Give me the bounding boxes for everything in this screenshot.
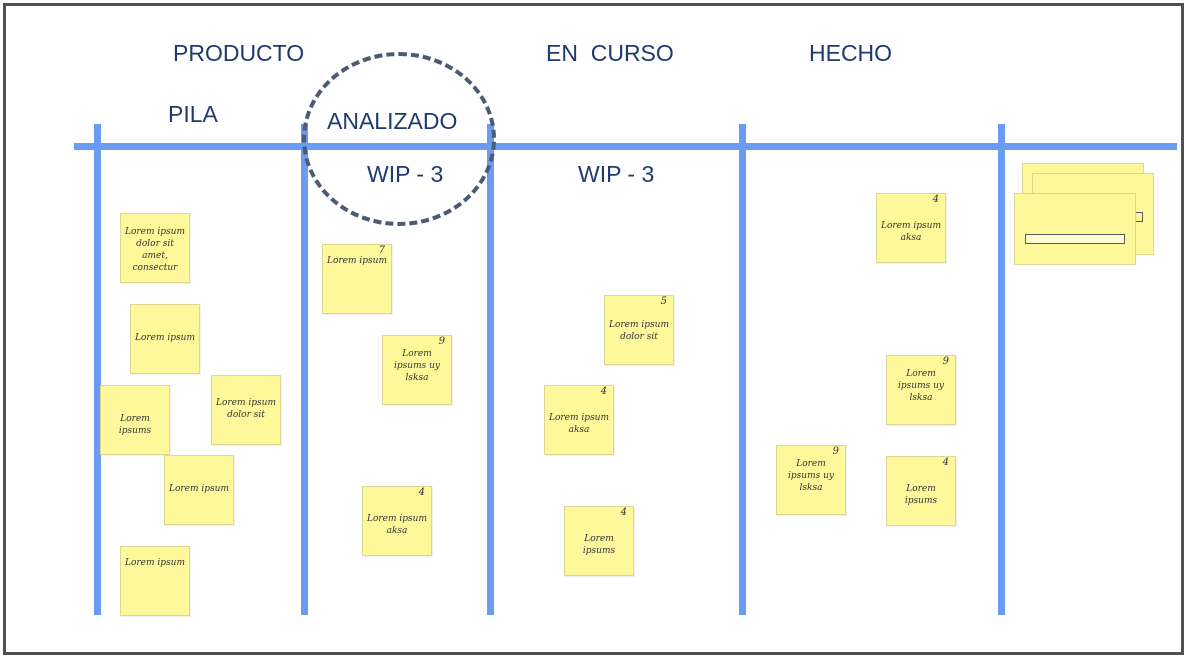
sticky-note-text: Lorem ipsum xyxy=(326,256,387,266)
archived-notes-stack[interactable] xyxy=(1014,163,1158,267)
sticky-note[interactable]: 4 Lorem ipsum aksa xyxy=(544,385,614,455)
sticky-note[interactable]: 9 Lorem ipsums uy lsksa xyxy=(776,445,846,515)
column-divider-5 xyxy=(998,124,1005,615)
sticky-note-estimate: 4 xyxy=(620,507,627,518)
sticky-note-estimate: 7 xyxy=(378,245,385,256)
sticky-note-text: Lorem ipsums uy lsksa xyxy=(394,349,440,383)
sticky-note[interactable]: Lorem ipsum xyxy=(130,304,200,374)
sticky-note[interactable]: Lorem ipsum dolor sit amet, consectur xyxy=(120,213,190,283)
wip-limit-en-curso: WIP - 3 xyxy=(578,161,655,187)
column-divider-4 xyxy=(739,124,746,615)
sticky-note[interactable]: Lorem ipsum xyxy=(164,455,234,525)
sticky-note-estimate: 9 xyxy=(438,336,445,347)
board-horizontal-line xyxy=(74,143,1177,150)
sticky-note[interactable]: 7 Lorem ipsum xyxy=(322,244,392,314)
sticky-note-text: Lorem ipsum xyxy=(168,484,229,494)
column-divider-2 xyxy=(301,124,308,615)
sticky-note[interactable]: 4 Lorem ipsum aksa xyxy=(362,486,432,556)
header-producto: PRODUCTO xyxy=(173,40,305,66)
sticky-note[interactable]: 4 Lorem ipsums xyxy=(564,506,634,576)
header-en-curso: EN CURSO xyxy=(546,40,674,66)
sticky-note-text: Lorem ipsum aksa xyxy=(548,413,609,435)
sticky-note[interactable]: 4 Lorem ipsums xyxy=(886,456,956,526)
sticky-note-text: Lorem ipsums xyxy=(582,534,616,556)
sticky-note-estimate: 4 xyxy=(932,194,939,205)
sticky-note-text: Lorem ipsums xyxy=(118,414,152,436)
sticky-note[interactable]: 9 Lorem ipsums uy lsksa xyxy=(886,355,956,425)
sticky-note-text: Lorem ipsum dolor sit xyxy=(215,398,276,420)
sticky-note-estimate: 9 xyxy=(832,446,839,457)
sticky-note[interactable]: Lorem ipsum xyxy=(120,546,190,616)
sticky-note-text: Lorem ipsums uy lsksa xyxy=(898,369,944,403)
stacked-note-bar-edge xyxy=(1135,212,1143,222)
dashed-highlight-circle xyxy=(302,52,496,226)
sticky-note-text: Lorem ipsum aksa xyxy=(880,221,941,243)
sticky-note-estimate: 9 xyxy=(942,356,949,367)
sticky-note-text: Lorem ipsums uy lsksa xyxy=(788,459,834,493)
sticky-note-text: Lorem ipsum dolor sit xyxy=(608,320,669,342)
sticky-note-estimate: 4 xyxy=(600,386,607,397)
header-hecho: HECHO xyxy=(809,40,893,66)
stacked-note-front xyxy=(1014,193,1136,265)
column-divider-1 xyxy=(94,124,101,615)
sticky-note-estimate: 5 xyxy=(660,296,667,307)
sticky-note-text: Lorem ipsum xyxy=(124,558,185,568)
sticky-note[interactable]: 4 Lorem ipsum aksa xyxy=(876,193,946,263)
stacked-note-bar xyxy=(1025,234,1125,244)
sticky-note-estimate: 4 xyxy=(418,487,425,498)
sticky-note[interactable]: Lorem ipsums xyxy=(100,385,170,455)
sticky-note-text: Lorem ipsums xyxy=(904,484,938,506)
sticky-note-text: Lorem ipsum xyxy=(134,333,195,343)
sticky-note-text: Lorem ipsum aksa xyxy=(366,514,427,536)
sticky-note-text: Lorem ipsum dolor sit amet, consectur xyxy=(124,227,185,273)
sticky-note-estimate: 4 xyxy=(942,457,949,468)
sticky-note[interactable]: 9 Lorem ipsums uy lsksa xyxy=(382,335,452,405)
header-pila: PILA xyxy=(168,101,218,127)
sticky-note[interactable]: 5 Lorem ipsum dolor sit xyxy=(604,295,674,365)
sticky-note[interactable]: Lorem ipsum dolor sit xyxy=(211,375,281,445)
column-divider-3 xyxy=(487,124,494,615)
